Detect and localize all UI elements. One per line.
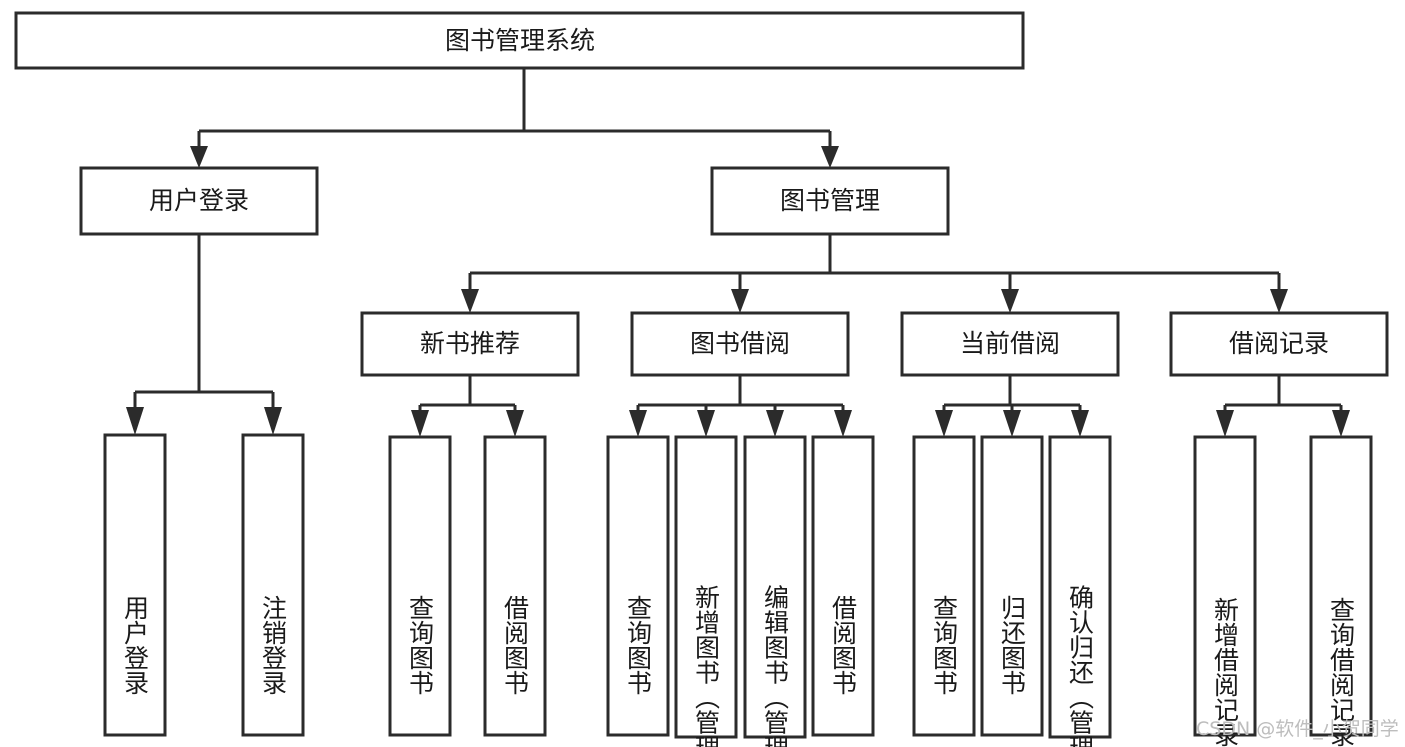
node-new-book-rec-box[interactable] — [360, 311, 580, 377]
node-leaf-query-book-2[interactable]: 查询图书 — [606, 435, 670, 737]
node-leaf-borrow-book-2-label: 借阅图书 — [829, 595, 858, 695]
node-leaf-add-book-box[interactable] — [674, 435, 738, 739]
arrow-to-new-book-rec — [461, 289, 479, 313]
node-leaf-logout-label: 注销登录 — [259, 595, 288, 695]
node-user-login[interactable]: 用户登录 — [79, 166, 319, 236]
arrow-leaf-logout — [264, 407, 282, 435]
node-leaf-add-book-label: 新增图书（管理员） — [692, 585, 721, 747]
node-new-book-rec-label: 新书推荐 — [420, 329, 520, 358]
node-leaf-add-record[interactable]: 新增借阅记录 — [1193, 435, 1257, 747]
arrow-leaf-query-book-1 — [411, 410, 429, 437]
arrow-leaf-add-record — [1216, 410, 1234, 437]
node-leaf-query-record[interactable]: 查询借阅记录 — [1309, 435, 1373, 747]
node-leaf-query-book-3-label: 查询图书 — [930, 595, 959, 695]
node-leaf-edit-book-label: 编辑图书（管理员） — [761, 585, 790, 747]
node-root[interactable]: 图书管理系统 — [14, 11, 1025, 70]
node-book-borrow[interactable]: 图书借阅 — [630, 311, 850, 377]
node-leaf-confirm-return[interactable]: 确认归还（管理员） — [1048, 435, 1112, 747]
node-leaf-borrow-book-1-box[interactable] — [483, 435, 547, 737]
node-leaf-logout[interactable]: 注销登录 — [241, 433, 305, 737]
node-current-borrow-label: 当前借阅 — [960, 329, 1060, 358]
node-leaf-query-book-1-label: 查询图书 — [406, 595, 435, 695]
arrow-to-book-manage — [821, 146, 839, 168]
node-borrow-record-box[interactable] — [1169, 311, 1389, 377]
node-leaf-confirm-return-box[interactable] — [1048, 435, 1112, 739]
node-new-book-rec[interactable]: 新书推荐 — [360, 311, 580, 377]
node-leaf-user-login[interactable]: 用户登录 — [103, 433, 167, 737]
node-leaf-add-record-box[interactable] — [1193, 435, 1257, 737]
node-leaf-confirm-return-label: 确认归还（管理员） — [1066, 585, 1095, 747]
node-leaf-borrow-book-1-label: 借阅图书 — [501, 595, 530, 695]
node-leaf-edit-book[interactable]: 编辑图书（管理员） — [743, 435, 807, 747]
node-leaf-borrow-book-1[interactable]: 借阅图书 — [483, 435, 547, 737]
node-user-login-box[interactable] — [79, 166, 319, 236]
arrow-leaf-borrow-book-2 — [834, 410, 852, 437]
arrow-to-book-borrow — [731, 289, 749, 313]
connector-group — [126, 68, 1350, 437]
arrow-leaf-query-book-2 — [629, 410, 647, 437]
node-leaf-query-book-2-box[interactable] — [606, 435, 670, 737]
node-book-borrow-box[interactable] — [630, 311, 850, 377]
node-leaf-add-record-label: 新增借阅记录 — [1211, 597, 1240, 747]
node-leaf-query-record-box[interactable] — [1309, 435, 1373, 737]
node-leaf-query-book-3-box[interactable] — [912, 435, 976, 737]
arrow-to-borrow-record — [1270, 289, 1288, 313]
arrow-leaf-add-book — [697, 410, 715, 437]
node-leaf-query-book-1-box[interactable] — [388, 435, 452, 737]
arrow-to-user-login — [190, 146, 208, 168]
arrow-leaf-query-record — [1332, 410, 1350, 437]
node-book-manage-box[interactable] — [710, 166, 950, 236]
node-leaf-return-book-box[interactable] — [980, 435, 1044, 737]
arrow-leaf-confirm-return — [1071, 410, 1089, 437]
node-book-manage[interactable]: 图书管理 — [710, 166, 950, 236]
node-leaf-borrow-book-2[interactable]: 借阅图书 — [811, 435, 875, 737]
arrow-leaf-edit-book — [766, 410, 784, 437]
node-root-box[interactable] — [14, 11, 1025, 70]
node-leaf-query-book-1[interactable]: 查询图书 — [388, 435, 452, 737]
node-leaf-borrow-book-2-box[interactable] — [811, 435, 875, 737]
arrow-leaf-user-login — [126, 407, 144, 435]
node-leaf-logout-box[interactable] — [241, 433, 305, 737]
arrow-leaf-query-book-3 — [935, 410, 953, 437]
node-leaf-query-book-3[interactable]: 查询图书 — [912, 435, 976, 737]
node-current-borrow-box[interactable] — [900, 311, 1120, 377]
arrow-leaf-return-book — [1003, 410, 1021, 437]
node-leaf-add-book[interactable]: 新增图书（管理员） — [674, 435, 738, 747]
node-leaf-user-login-label: 用户登录 — [121, 595, 150, 695]
node-borrow-record[interactable]: 借阅记录 — [1169, 311, 1389, 377]
node-book-borrow-label: 图书借阅 — [690, 329, 790, 358]
arrow-to-current-borrow — [1001, 289, 1019, 313]
node-leaf-return-book-label: 归还图书 — [998, 595, 1027, 695]
node-leaf-user-login-box[interactable] — [103, 433, 167, 737]
node-leaf-return-book[interactable]: 归还图书 — [980, 435, 1044, 737]
node-leaf-edit-book-box[interactable] — [743, 435, 807, 739]
node-book-manage-label: 图书管理 — [780, 186, 880, 215]
node-current-borrow[interactable]: 当前借阅 — [900, 311, 1120, 377]
csdn-watermark: CSDN @软件_小贺同学 — [1196, 718, 1399, 740]
node-user-login-label: 用户登录 — [149, 186, 249, 215]
node-leaf-query-book-2-label: 查询图书 — [624, 595, 653, 695]
node-borrow-record-label: 借阅记录 — [1229, 329, 1329, 358]
arrow-leaf-borrow-book-1 — [506, 410, 524, 437]
node-root-label: 图书管理系统 — [445, 26, 595, 55]
node-leaf-query-record-label: 查询借阅记录 — [1327, 597, 1356, 747]
